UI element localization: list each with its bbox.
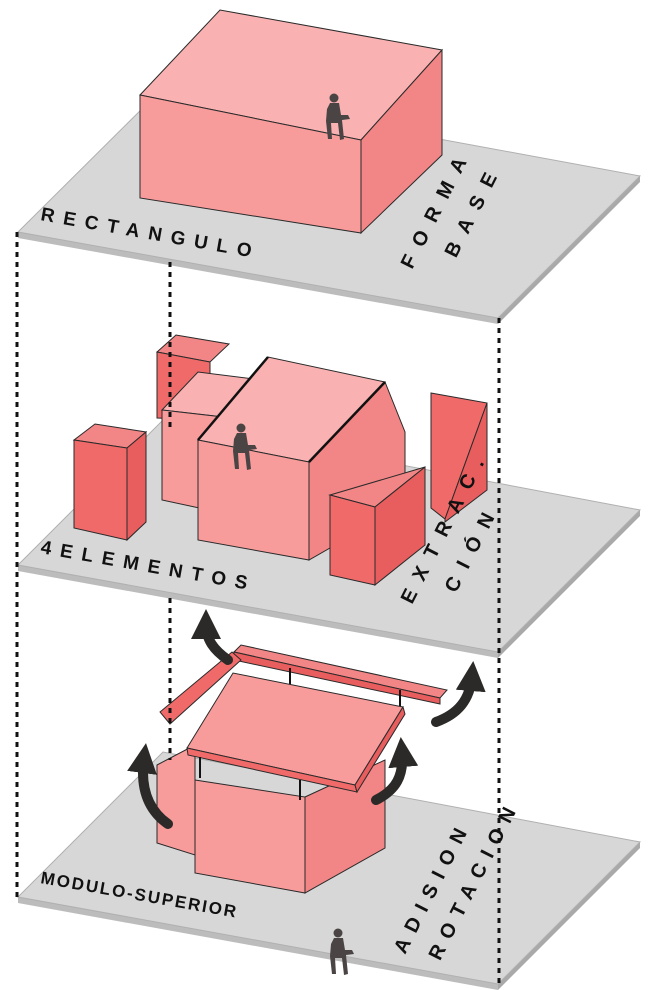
rotation-arrows bbox=[127, 609, 486, 829]
roof-panel-front bbox=[186, 672, 406, 800]
vertical-guides bbox=[15, 232, 501, 985]
roof-panel-back bbox=[159, 644, 448, 725]
bottom-level: MODULO-SUPERIOR ADISION ROTACION bbox=[16, 609, 642, 990]
element-right-wall bbox=[430, 392, 488, 524]
plate-middle-side bbox=[18, 565, 498, 658]
element-left-pillar bbox=[72, 423, 148, 542]
curved-arrow-icon bbox=[127, 743, 173, 829]
plate-bottom-side-right bbox=[498, 842, 640, 990]
top-level: RECTANGULO FORMA BASE bbox=[16, 9, 642, 324]
block-side-face bbox=[360, 48, 443, 235]
middle-level: 4ELEMENTOS EXTRAC. CIÓN bbox=[16, 334, 642, 658]
curved-arrow-icon bbox=[191, 609, 233, 665]
plate-bottom-side bbox=[18, 897, 498, 990]
base-core bbox=[156, 744, 386, 894]
curved-arrow-icon bbox=[371, 737, 419, 805]
plate-top-side-right bbox=[498, 176, 640, 324]
plate-middle-side-right bbox=[498, 510, 640, 658]
element-front-wedge bbox=[328, 465, 426, 587]
rectangle-block bbox=[139, 9, 443, 235]
plate-top-side bbox=[18, 232, 498, 324]
curved-arrow-icon bbox=[431, 661, 486, 727]
